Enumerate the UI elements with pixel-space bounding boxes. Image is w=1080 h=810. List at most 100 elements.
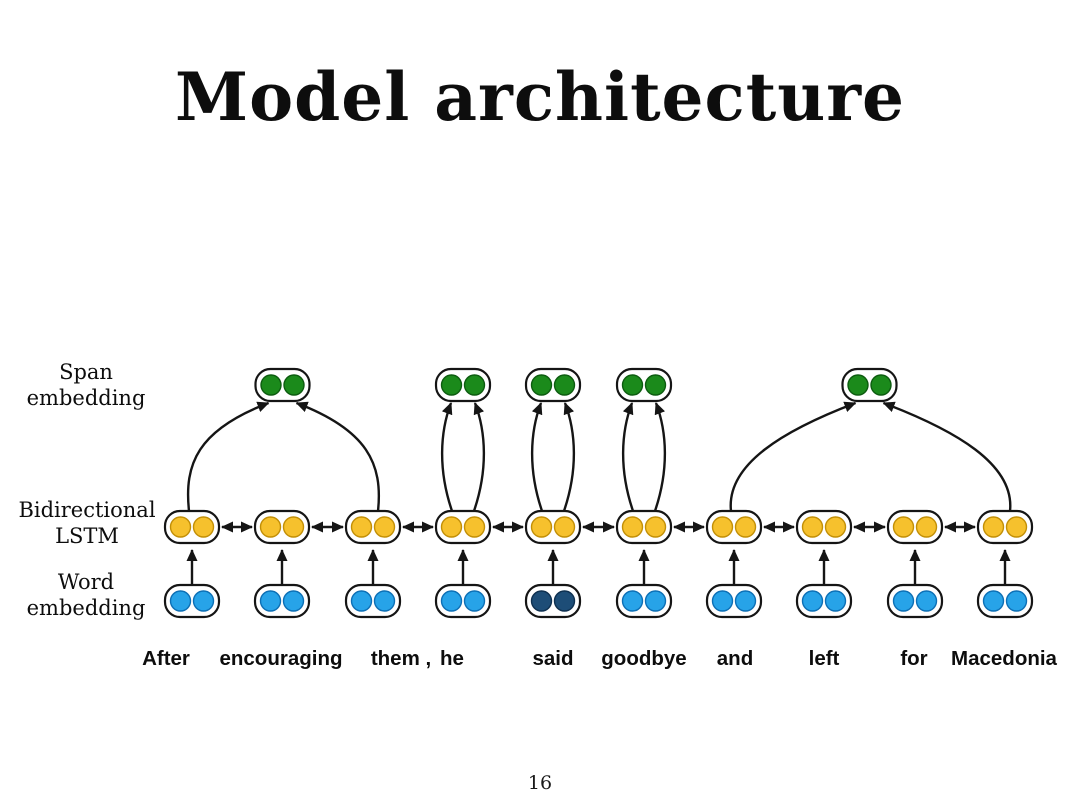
lstm-node	[976, 509, 1034, 545]
unit-circle	[1005, 590, 1028, 612]
word-embedding-node	[705, 583, 763, 619]
lstm-node	[253, 509, 311, 545]
unit-circle	[847, 374, 869, 396]
word-embedding-node	[976, 583, 1034, 619]
unit-circle	[553, 590, 576, 612]
unit-circle	[553, 374, 576, 396]
unit-circle	[373, 590, 396, 612]
span-arrow	[295, 401, 380, 512]
unit-circle	[192, 516, 215, 538]
row-label-bidirectional-lstm: Bidirectional LSTM	[18, 498, 156, 548]
unit-circle	[259, 516, 282, 538]
span-embedding-node	[254, 367, 311, 403]
sentence-word: encouraging	[219, 647, 342, 670]
row-label-span-embedding: Span embedding	[26, 360, 146, 410]
sentence-word: Macedonia	[951, 647, 1058, 670]
unit-circle	[350, 590, 373, 612]
unit-circle	[463, 516, 486, 538]
sentence-word: After	[142, 647, 190, 670]
unit-circle	[282, 590, 305, 612]
unit-circle	[530, 516, 553, 538]
lstm-node	[795, 509, 853, 545]
unit-circle	[463, 374, 486, 396]
span-arrow	[882, 401, 1012, 512]
sentence-word: said	[532, 647, 573, 670]
span-arrow	[440, 402, 454, 512]
unit-circle	[644, 374, 667, 396]
unit-circle	[283, 374, 305, 396]
unit-circle	[824, 516, 847, 538]
sentence-word: goodbye	[601, 647, 686, 670]
unit-circle	[621, 590, 644, 612]
word-embedding-node	[886, 583, 944, 619]
row-label-word-embedding: Word embedding	[26, 570, 146, 620]
unit-circle	[915, 516, 938, 538]
span-arrow	[530, 402, 544, 512]
span-arrow	[186, 401, 270, 512]
unit-circle	[530, 590, 553, 612]
unit-circle	[982, 590, 1005, 612]
span-arrow	[729, 401, 857, 512]
sentence-word: and	[717, 647, 753, 670]
sentence-word: them ,	[371, 647, 431, 670]
span-arrow	[653, 402, 667, 512]
slide-title: Model architecture	[175, 58, 905, 136]
nodes-layer	[163, 367, 1034, 619]
lstm-node	[705, 509, 763, 545]
lstm-node	[344, 509, 402, 545]
sentence-word: left	[809, 647, 840, 670]
unit-circle	[824, 590, 847, 612]
unit-circle	[373, 516, 396, 538]
word-embedding-node	[344, 583, 402, 619]
lstm-node	[524, 509, 582, 545]
unit-circle	[915, 590, 938, 612]
unit-circle	[621, 374, 644, 396]
unit-circle	[870, 374, 892, 396]
unit-circle	[711, 590, 734, 612]
unit-circle	[621, 516, 644, 538]
sentence-words: After encouraging them , he said goodbye and le…	[142, 647, 1057, 670]
unit-circle	[734, 516, 757, 538]
unit-circle	[282, 516, 305, 538]
unit-circle	[463, 590, 486, 612]
unit-circle	[530, 374, 553, 396]
word-embedding-node	[434, 583, 492, 619]
unit-circle	[892, 590, 915, 612]
span-embedding-node	[524, 367, 582, 403]
lstm-node	[434, 509, 492, 545]
lstm-node	[615, 509, 673, 545]
word-embedding-node	[795, 583, 853, 619]
unit-circle	[169, 590, 192, 612]
unit-circle	[440, 374, 463, 396]
word-embedding-node-highlighted	[524, 583, 582, 619]
unit-circle	[260, 374, 282, 396]
arrows-layer	[186, 401, 1012, 584]
word-embedding-node	[615, 583, 673, 619]
word-embedding-node	[253, 583, 311, 619]
unit-circle	[801, 590, 824, 612]
unit-circle	[711, 516, 734, 538]
unit-circle	[892, 516, 915, 538]
unit-circle	[350, 516, 373, 538]
span-arrow	[472, 402, 486, 512]
unit-circle	[192, 590, 215, 612]
unit-circle	[801, 516, 824, 538]
unit-circle	[259, 590, 282, 612]
unit-circle	[553, 516, 576, 538]
unit-circle	[440, 516, 463, 538]
lstm-node	[886, 509, 944, 545]
sentence-word: he	[440, 647, 464, 670]
word-embedding-node	[163, 583, 221, 619]
unit-circle	[1005, 516, 1028, 538]
span-embedding-node	[615, 367, 673, 403]
span-embedding-node	[841, 367, 898, 403]
unit-circle	[644, 516, 667, 538]
span-arrow	[562, 402, 576, 512]
unit-circle	[734, 590, 757, 612]
page-number: 16	[527, 772, 553, 794]
lstm-node	[163, 509, 221, 545]
unit-circle	[169, 516, 192, 538]
sentence-word: for	[900, 647, 927, 670]
